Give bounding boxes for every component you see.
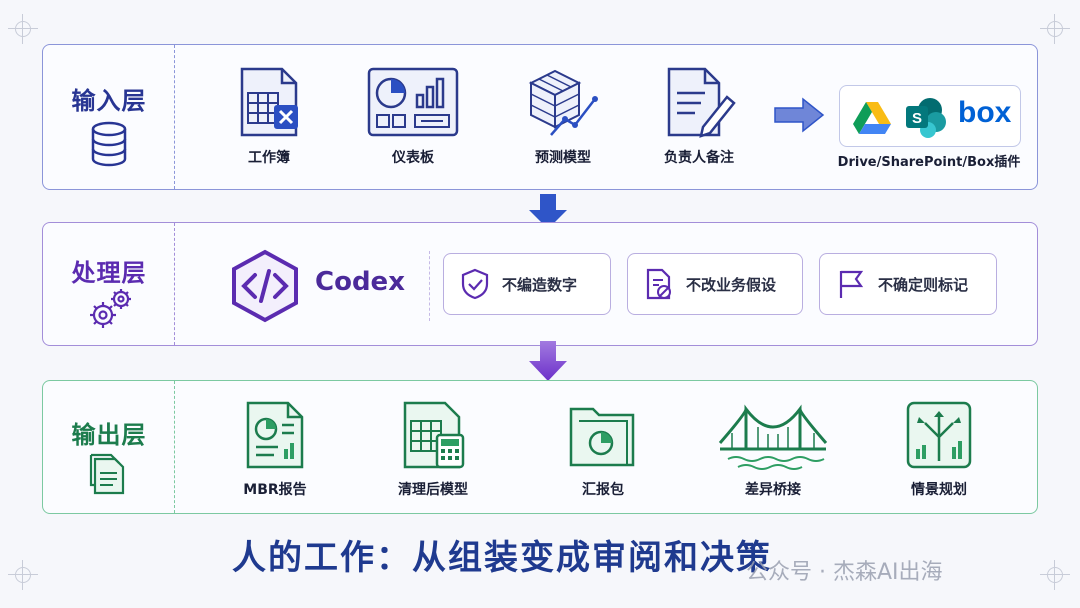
codex-label: Codex: [315, 267, 405, 297]
spreadsheet-calculator-icon: [403, 401, 465, 469]
forecast-cube-icon: [528, 69, 598, 136]
rule-no-fabricated-numbers: 不编造数字: [443, 253, 611, 315]
output-item-label: 情景规划: [911, 482, 967, 498]
storage-plugins-box: S box: [839, 85, 1021, 147]
folder-chart-icon: [569, 407, 635, 467]
input-item-label: 负责人备注: [664, 150, 734, 166]
process-layer-title: 处理层: [71, 259, 147, 287]
headline: 人的工作：从组装变成审阅和决策: [232, 538, 772, 578]
note-pen-icon: [667, 67, 736, 138]
input-item-label: 工作簿: [248, 150, 290, 166]
crosshair-top-right: [1040, 14, 1070, 44]
rule-label: 不确定则标记: [878, 275, 969, 294]
crosshair-bottom-left: [8, 560, 38, 590]
output-item-label: 汇报包: [582, 482, 624, 498]
scenario-branch-icon: [906, 401, 972, 469]
down-arrow-icon: [529, 194, 567, 229]
watermark: 公众号 · 杰森AI出海: [746, 560, 943, 585]
input-item-label: 预测模型: [535, 150, 591, 166]
output-layer-title: 输出层: [71, 421, 147, 449]
plugins-label: Drive/SharePoint/Box插件: [837, 155, 1021, 170]
sharepoint-icon: S: [906, 98, 946, 138]
input-layer-title: 输入层: [71, 87, 147, 115]
gears-icon: [90, 289, 131, 328]
documents-icon: [89, 453, 125, 495]
input-item-owner-notes: 负责人备注: [649, 65, 749, 167]
sharepoint-letter: S: [912, 110, 922, 127]
input-layer-label-column: 输入层: [43, 45, 175, 189]
report-icon: [246, 401, 304, 469]
input-item-workbook: 工作簿: [229, 65, 309, 167]
box-logo: box: [958, 96, 1012, 129]
rule-label: 不编造数字: [502, 275, 578, 294]
dashboard-icon: [367, 67, 459, 137]
excel-workbook-icon: [240, 67, 298, 137]
right-arrow-icon: [774, 97, 825, 133]
output-item-scenario-planning: 情景规划: [889, 399, 989, 499]
bridge-icon: [718, 404, 828, 470]
rule-label: 不改业务假设: [686, 275, 777, 294]
output-item-mbr-report: MBR报告: [225, 399, 325, 499]
input-layer: 输入层 工作簿 仪表板: [42, 44, 1038, 190]
crosshair-top-left: [8, 14, 38, 44]
output-item-cleaned-model: 清理后模型: [383, 399, 483, 499]
shield-check-icon: [461, 268, 489, 300]
output-layer-label-column: 输出层: [43, 381, 175, 513]
rule-no-assumption-change: 不改业务假设: [627, 253, 803, 315]
codex-logo-icon: [232, 249, 298, 323]
process-divider: [429, 251, 430, 321]
doc-block-icon: [646, 268, 671, 300]
input-item-dashboard: 仪表板: [363, 65, 463, 167]
output-item-label: 清理后模型: [398, 482, 468, 498]
process-layer: 处理层 Codex 不编造数字 不改业务假设: [42, 222, 1038, 346]
google-drive-icon: [853, 102, 891, 134]
process-layer-label-column: 处理层: [43, 223, 175, 345]
crosshair-bottom-right: [1040, 560, 1070, 590]
output-item-label: MBR报告: [243, 482, 307, 498]
down-arrow-icon: [529, 341, 567, 381]
input-item-forecast-model: 预测模型: [513, 63, 613, 167]
output-layer: 输出层 MBR报告 清理后模型: [42, 380, 1038, 514]
flag-icon: [839, 270, 864, 298]
output-item-label: 差异桥接: [745, 482, 801, 498]
input-item-label: 仪表板: [392, 150, 434, 166]
database-icon: [91, 121, 127, 167]
output-item-variance-bridge: 差异桥接: [713, 403, 833, 499]
rule-flag-uncertainty: 不确定则标记: [819, 253, 997, 315]
output-item-report-pack: 汇报包: [553, 399, 653, 499]
